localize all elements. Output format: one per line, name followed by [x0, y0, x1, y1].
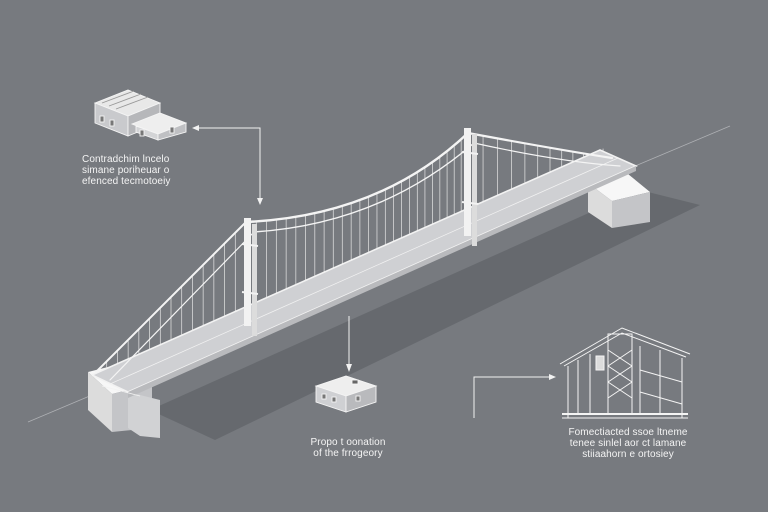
tower-right	[461, 128, 479, 246]
tower-left	[241, 218, 259, 336]
warehouse-icon	[93, 89, 188, 141]
caption-line: Propo t oonation	[310, 437, 386, 448]
building-icon	[314, 375, 378, 413]
arrow-right	[473, 376, 552, 418]
caption-bottom-middle: Propo t oonation of the frrogeory	[296, 437, 400, 459]
caption-line: stiiaahorn e ortosiey	[582, 449, 674, 460]
caption-line: efenced tecmotoeiy	[82, 176, 171, 187]
bridge-deck	[91, 149, 638, 398]
caption-line: tenee sinlel aor ct lamane	[569, 438, 687, 449]
arrowhead-top-down	[257, 198, 263, 205]
main-cables	[95, 131, 621, 381]
construction-frame-icon	[559, 327, 691, 419]
caption-line: simane poriheuar o	[82, 165, 170, 176]
arrowhead-right	[549, 374, 556, 380]
arrow-top-left	[194, 127, 261, 202]
caption-line: Contradchim lncelo	[82, 154, 170, 165]
caption-line: of the frrogeory	[313, 448, 383, 459]
caption-top-left: Contradchim lncelo simane poriheuar o ef…	[82, 154, 171, 187]
bridge-shadow	[150, 190, 700, 440]
arrowhead-mid	[346, 364, 352, 372]
caption-line: Fomectiacted ssoe ltneme	[568, 427, 688, 438]
caption-bottom-right: Fomectiacted ssoe ltneme tenee sinlel ao…	[548, 427, 708, 460]
arrowhead-top-left	[192, 125, 199, 131]
connector-lines	[192, 125, 556, 418]
